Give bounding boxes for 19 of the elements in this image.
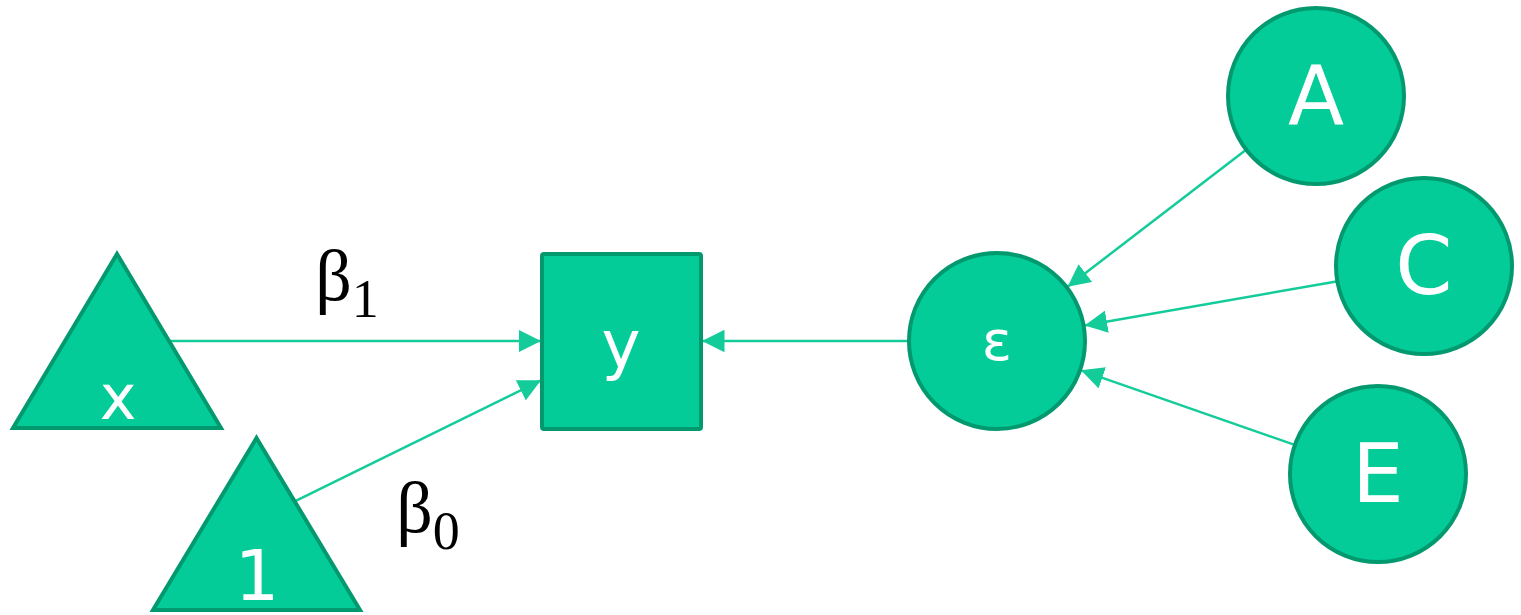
arrow	[702, 329, 908, 353]
triangle-node	[12, 252, 222, 430]
arrow	[1066, 149, 1247, 288]
arrow	[1084, 280, 1337, 333]
circle-node	[908, 252, 1086, 430]
node-label: 1	[234, 541, 280, 611]
arrow	[1080, 367, 1295, 446]
node-label: A	[1287, 55, 1345, 137]
circle-node	[1289, 385, 1467, 563]
node-label: C	[1395, 225, 1453, 307]
circle-node	[1227, 7, 1405, 185]
circle-node	[1335, 177, 1513, 355]
arrow	[169, 329, 541, 353]
node-label: ε	[981, 313, 1013, 369]
triangle-node	[152, 436, 361, 612]
node-label: E	[1352, 433, 1404, 515]
arrow	[294, 379, 542, 503]
square-node	[541, 253, 702, 430]
node-label: x	[99, 367, 137, 429]
